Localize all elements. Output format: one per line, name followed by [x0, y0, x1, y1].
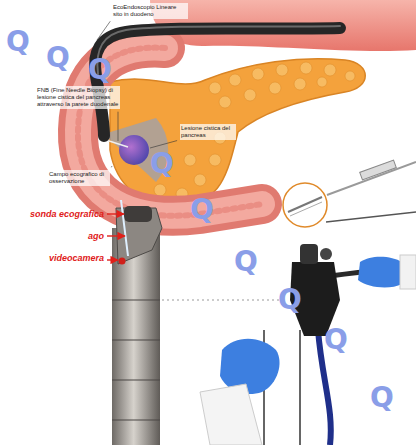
cystic-lesion [119, 135, 149, 165]
needle [106, 140, 128, 147]
endoscope-tip-closeup [112, 200, 162, 445]
leader-line [107, 213, 124, 214]
leader-line [118, 112, 119, 141]
anatomy-label: Lesione cistica del pancreas [180, 124, 236, 140]
gloved-hands [200, 255, 416, 445]
leader-line [150, 141, 177, 148]
needle-device [283, 160, 416, 227]
watermark: Q [324, 326, 348, 354]
leader-line [107, 235, 125, 236]
watermark: Q [6, 28, 30, 56]
part-label: sonda ecografica [30, 209, 104, 219]
watermark: Q [150, 150, 174, 178]
leader-line [111, 166, 113, 167]
endoscope-handle [264, 244, 416, 445]
part-label: videocamera [49, 253, 104, 263]
leader-line [107, 259, 118, 260]
anatomy-label: Campo ecografico di osservazione [48, 170, 110, 186]
part-label: ago [88, 231, 104, 241]
watermark: Q [234, 248, 258, 276]
watermark: Q [190, 196, 214, 224]
watermark: Q [46, 44, 70, 72]
anatomy-label: EcoEndoscopio Lineare sito in duodeno [112, 3, 188, 19]
watermark: Q [278, 286, 302, 314]
endoscope [95, 26, 340, 136]
watermark: Q [88, 56, 112, 84]
guide-line [162, 300, 286, 301]
anatomy-label: FNB (Fine Needle Biopsy) di lesione cist… [36, 86, 120, 109]
leader-line [97, 21, 110, 40]
watermark: Q [370, 384, 394, 412]
